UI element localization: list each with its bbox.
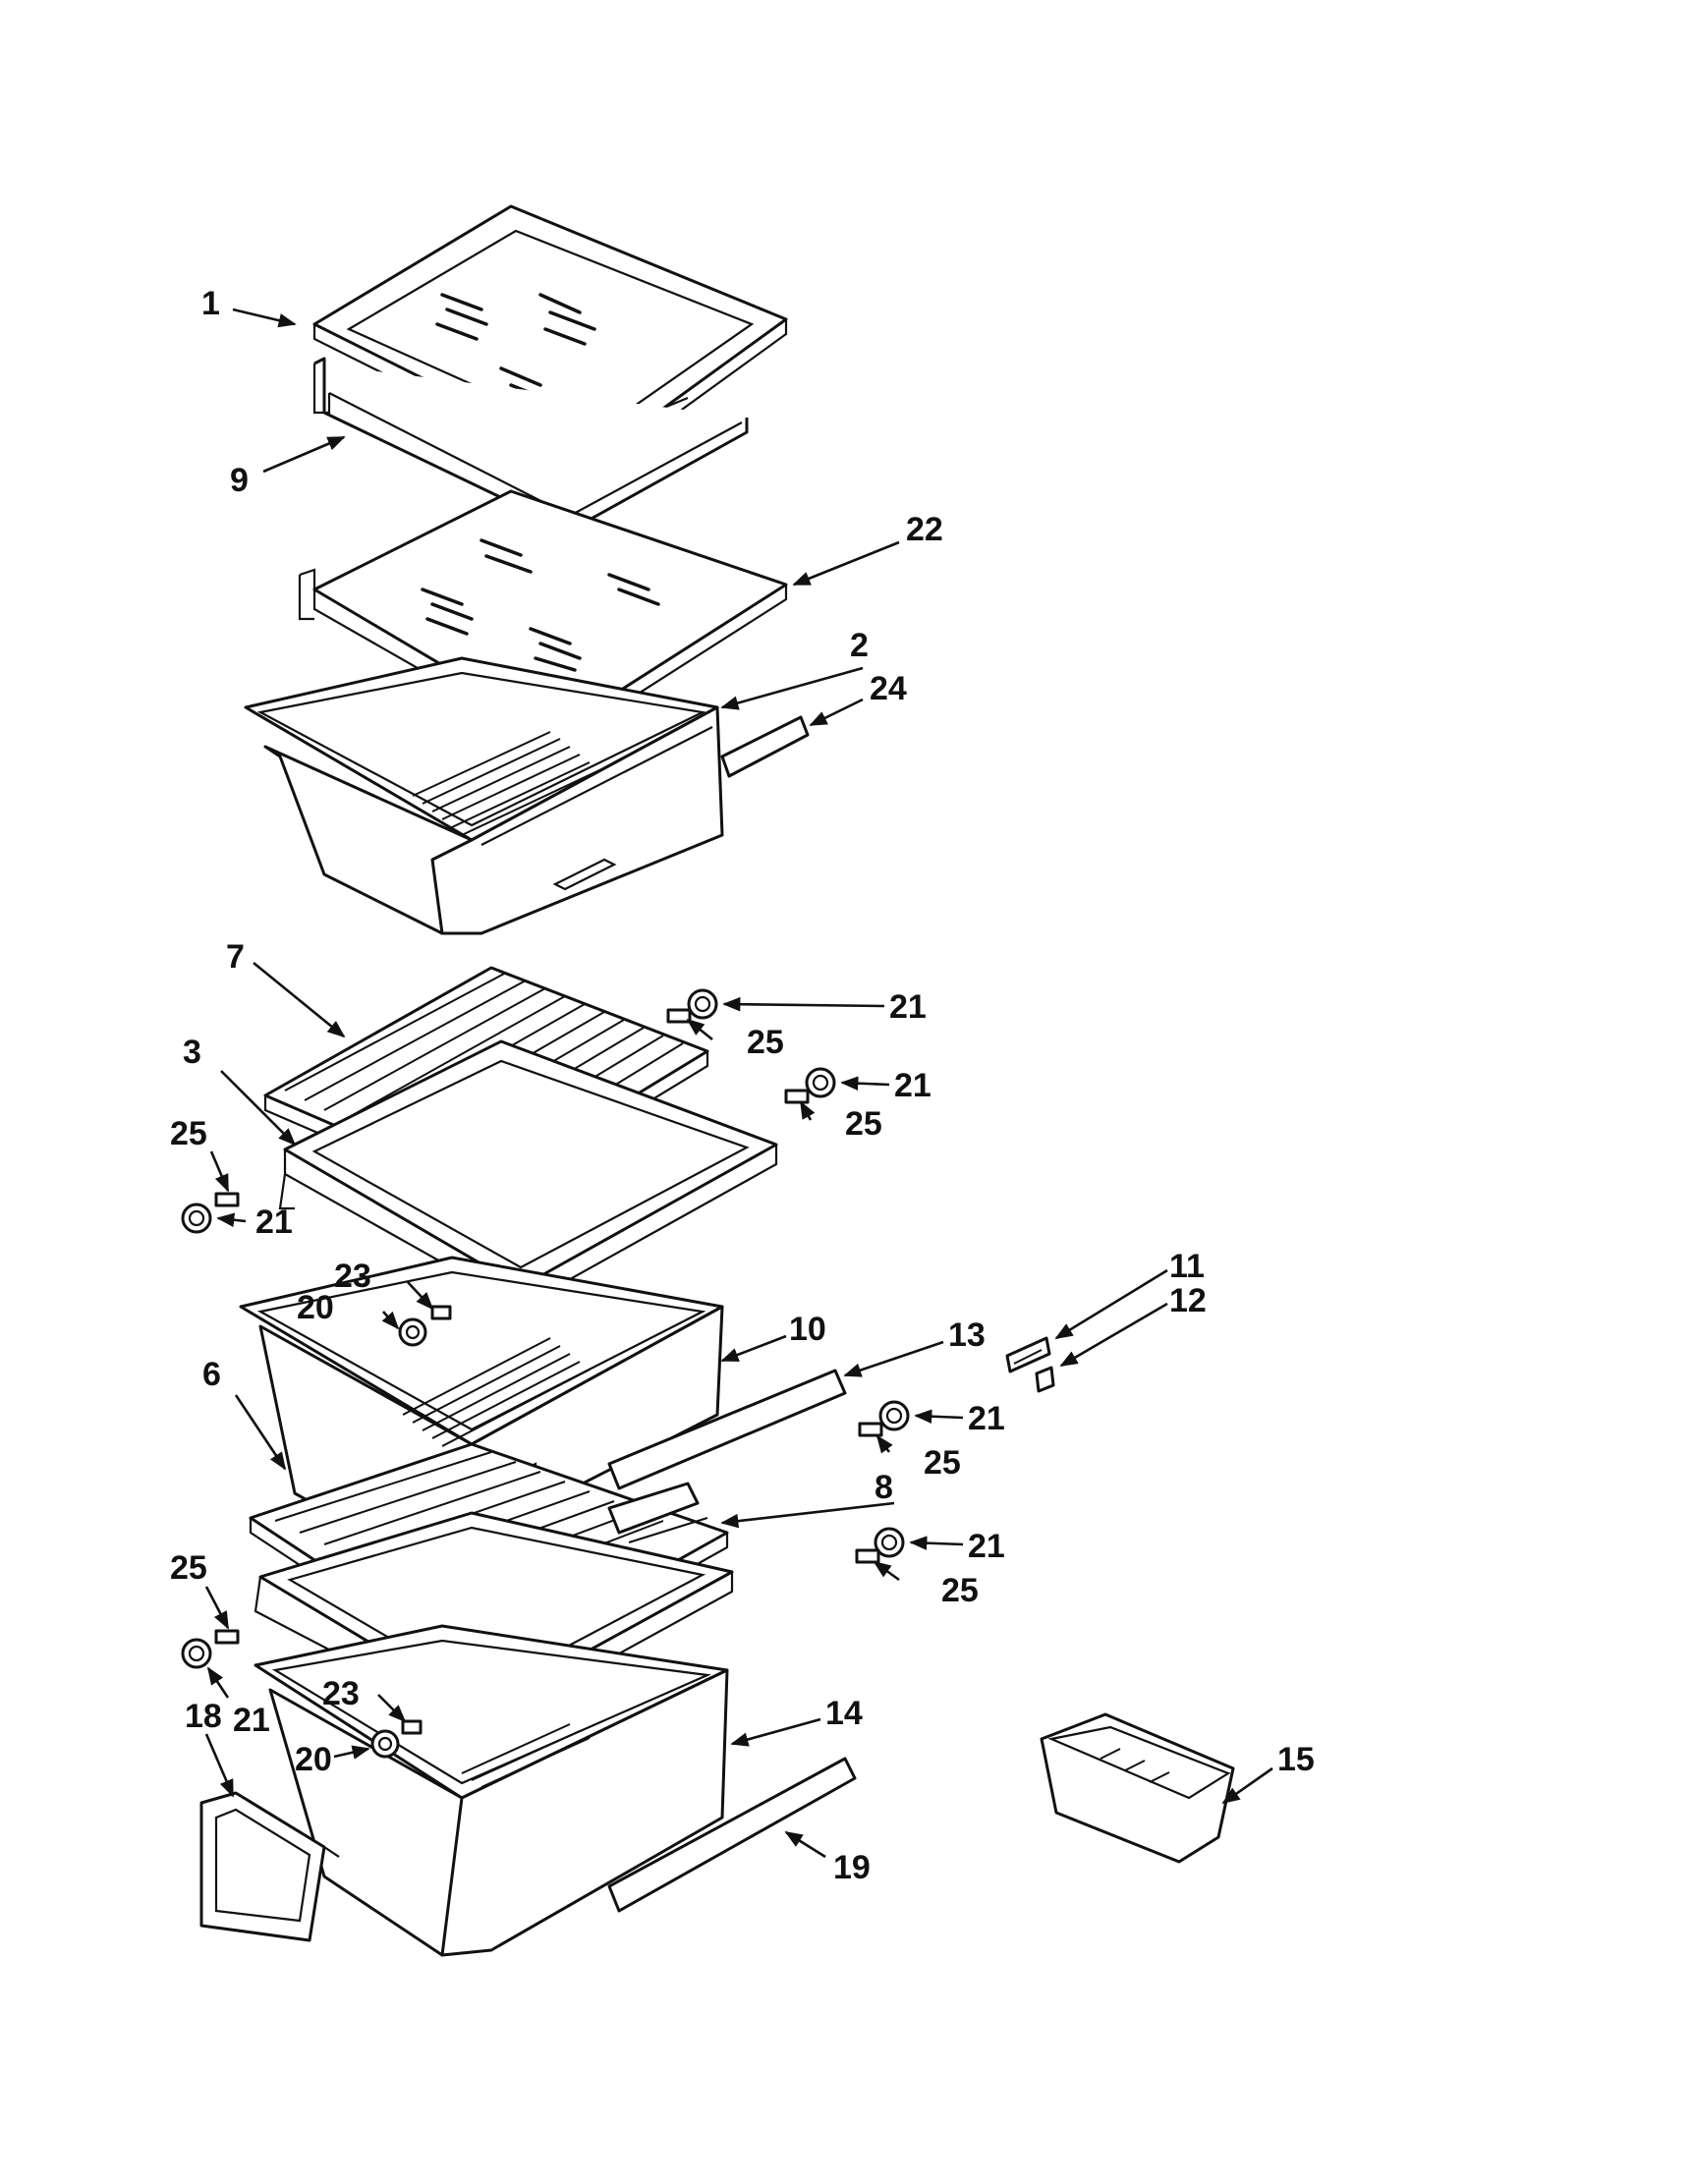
drawer-vent-grid: [461, 1723, 591, 1788]
callout-9: 9: [230, 462, 249, 499]
callout-23-b: 23: [322, 1675, 360, 1712]
callout-25-f: 25: [170, 1549, 207, 1587]
drawer-rail-24: [720, 715, 810, 778]
fastener-group-8: [370, 1719, 423, 1759]
callout-21-c: 21: [894, 1067, 931, 1104]
callout-25-a: 25: [170, 1115, 207, 1152]
callout-15: 15: [1277, 1741, 1315, 1778]
callout-25-c: 25: [845, 1105, 882, 1143]
callout-6: 6: [202, 1356, 221, 1393]
callout-11: 11: [1169, 1248, 1205, 1285]
callout-20-a: 20: [297, 1289, 334, 1326]
crossbar-8: [607, 1482, 708, 1544]
crisper-drawer-2: [244, 656, 724, 935]
callout-23-a: 23: [334, 1258, 371, 1295]
crisper-drawer-14: [254, 1624, 729, 1957]
callout-3: 3: [183, 1034, 201, 1071]
fastener-group-5: [858, 1400, 910, 1437]
callout-19: 19: [833, 1849, 871, 1886]
fastener-group-4: [398, 1305, 452, 1347]
callout-25-e: 25: [941, 1572, 979, 1609]
storage-bin-15: [1040, 1712, 1235, 1864]
callout-25-d: 25: [924, 1444, 961, 1482]
callout-21-d: 21: [968, 1400, 1005, 1437]
bracket-11: [1005, 1336, 1051, 1373]
drawer-vent-grid: [402, 1337, 591, 1447]
callout-21-e: 21: [968, 1528, 1005, 1565]
callout-7: 7: [226, 938, 245, 976]
callout-21-b: 21: [889, 988, 927, 1026]
drawer-rail-13: [607, 1369, 847, 1490]
callout-18: 18: [185, 1698, 222, 1735]
drawer-rail-19: [607, 1757, 857, 1913]
fastener-group-7: [181, 1629, 240, 1669]
fastener-group-1: [666, 988, 718, 1024]
callout-1: 1: [201, 285, 220, 322]
callout-12: 12: [1169, 1282, 1207, 1319]
callout-21-f: 21: [233, 1702, 270, 1739]
leader-lines: [204, 308, 1273, 1859]
fastener-group-3: [181, 1192, 240, 1234]
callout-25-b: 25: [747, 1024, 784, 1061]
callout-20-b: 20: [295, 1741, 332, 1778]
callout-24: 24: [870, 670, 907, 707]
callout-13: 13: [948, 1316, 986, 1354]
fastener-group-2: [784, 1067, 836, 1104]
fastener-group-6: [855, 1527, 905, 1564]
glass-glare-marks: [421, 538, 660, 672]
callout-21-a: 21: [255, 1204, 293, 1241]
bracket-12: [1035, 1366, 1055, 1393]
callout-22: 22: [906, 511, 943, 548]
callout-8: 8: [875, 1469, 893, 1506]
drawer-vent-grid: [412, 731, 600, 836]
callout-14: 14: [825, 1695, 863, 1732]
callout-labels: 1 9 22 2 24 7 3 25 21 25 21 25 21 23 20 …: [170, 285, 1315, 1886]
callout-2: 2: [850, 627, 869, 664]
callout-10: 10: [789, 1311, 826, 1348]
